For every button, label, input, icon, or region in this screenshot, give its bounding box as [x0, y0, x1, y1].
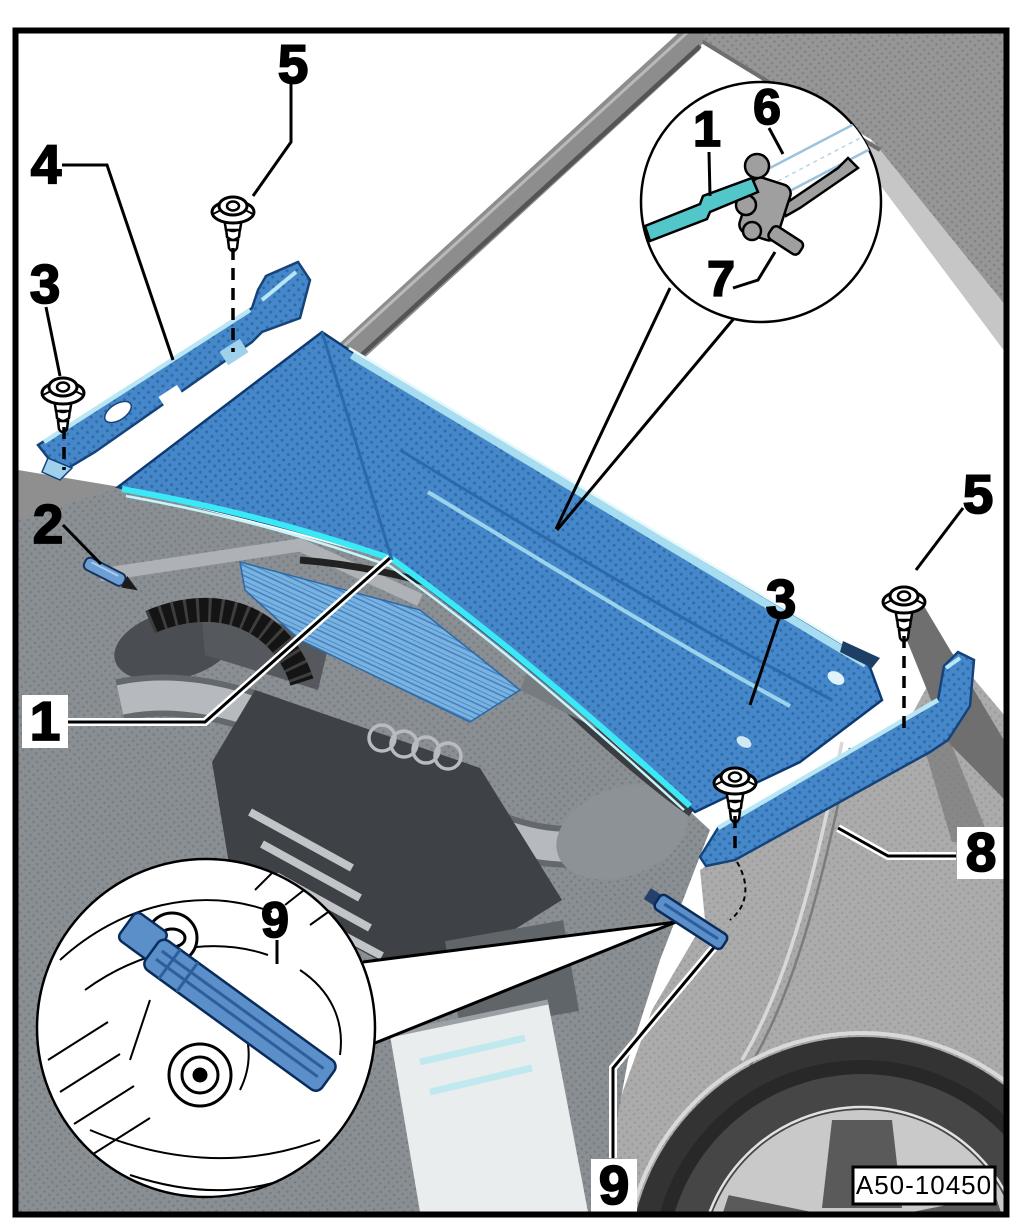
detail-circle-seal	[639, 80, 883, 324]
plenum-cover-panel	[115, 330, 884, 814]
callout-5-right: 5	[963, 463, 994, 525]
a-pillar	[318, 33, 706, 386]
water-deflector-right	[698, 650, 976, 868]
callout-square-9	[591, 1159, 637, 1213]
windscreen-edge-6	[769, 120, 875, 195]
figure-reference-label: A50-10450	[856, 1170, 992, 1200]
callout-labels: 4 5 3 2 1 1 6 7 3 5 8 9 9	[22, 33, 1005, 1216]
detail-circle-drain	[35, 857, 677, 1199]
callout-3-right: 3	[766, 568, 797, 630]
callout-1-box: 1	[30, 690, 61, 752]
drain-hose-9	[117, 911, 337, 1092]
water-deflector-left	[36, 260, 312, 481]
figure-frame	[12, 27, 1010, 1218]
front-panel-light	[389, 999, 588, 1212]
callout-9-detail: 9	[261, 892, 289, 948]
callout-square-8	[957, 827, 1005, 879]
callout-1-detail: 1	[693, 101, 721, 157]
callout-2: 2	[33, 493, 64, 555]
hose-outline-dashed	[729, 861, 747, 921]
seal-strip-1	[643, 176, 760, 243]
callout-4: 4	[31, 133, 62, 195]
callout-7: 7	[707, 251, 735, 307]
callout-9-box: 9	[599, 1154, 630, 1216]
callout-5-top: 5	[278, 33, 309, 95]
callout-8-box: 8	[966, 821, 997, 883]
drain-hose-position	[643, 888, 729, 951]
retaining-clip-2	[82, 556, 138, 591]
callout-square-1	[22, 695, 68, 748]
callout-3-left: 3	[30, 253, 61, 315]
callout-6: 6	[753, 79, 781, 135]
figure-reference: A50-10450	[851, 1165, 997, 1206]
